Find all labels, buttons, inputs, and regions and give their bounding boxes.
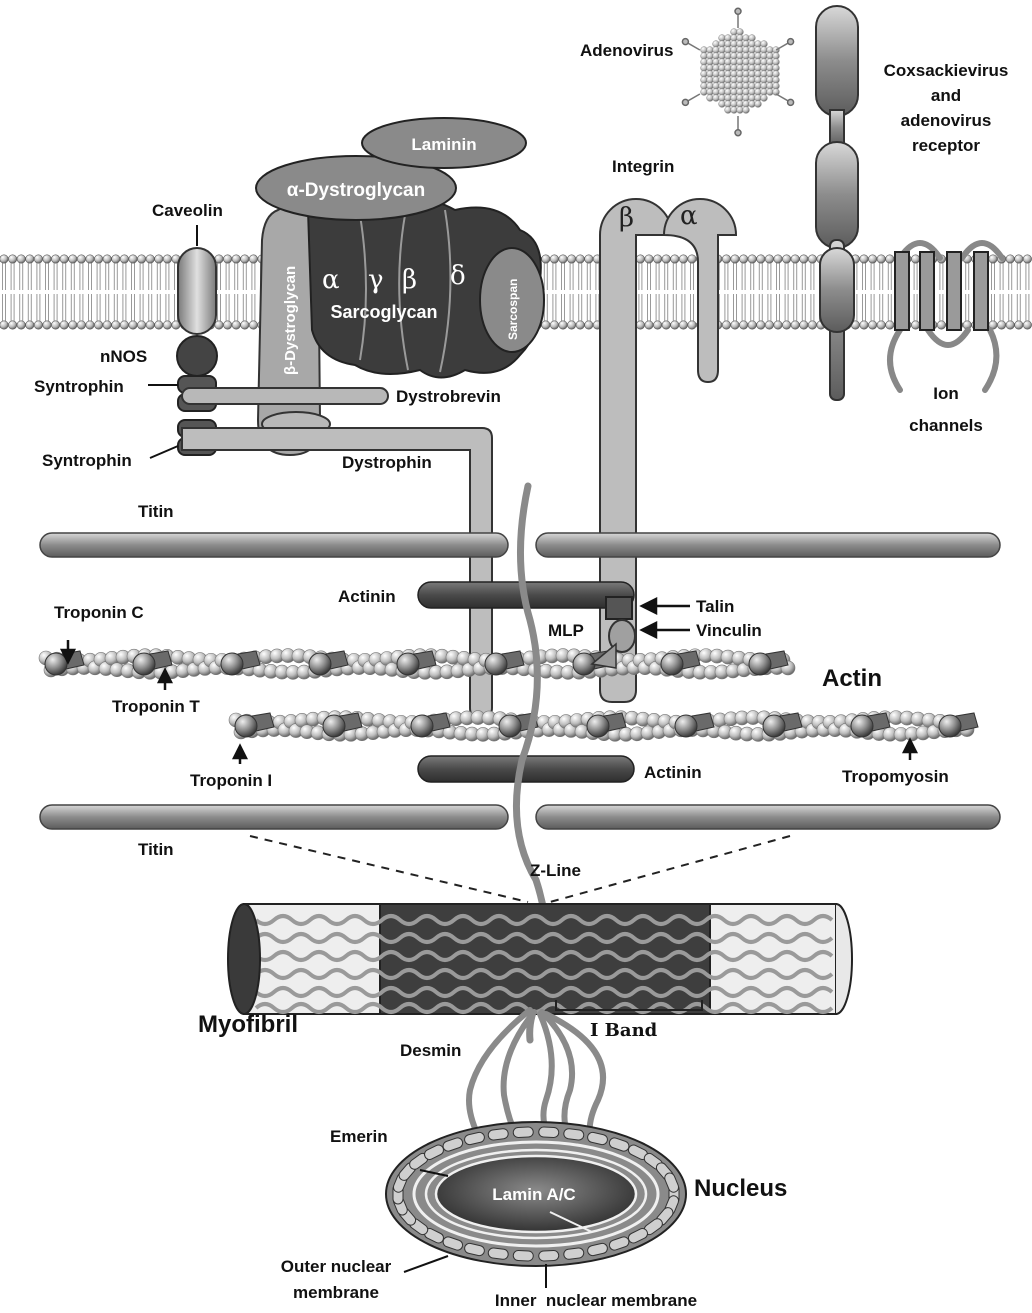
label-sarcoglycan: Sarcoglycan bbox=[330, 302, 437, 322]
label-actinin-bottom: Actinin bbox=[644, 763, 702, 782]
label-outer-membrane-line1: Outer nuclear bbox=[281, 1257, 392, 1276]
label-inner-membrane: Inner nuclear membrane bbox=[495, 1291, 697, 1310]
label-outer-membrane-line2: membrane bbox=[293, 1283, 379, 1302]
label-troponin-i: Troponin I bbox=[190, 771, 272, 790]
myofibril-cylinder bbox=[228, 904, 852, 1014]
label-car-line2: and bbox=[931, 86, 961, 105]
label-syntrophin-top: Syntrophin bbox=[34, 377, 124, 396]
label-z-line: Z-Line bbox=[530, 861, 581, 880]
actin-filament-upper bbox=[39, 649, 795, 680]
label-ion-channels-line1: Ion bbox=[933, 384, 959, 403]
actin-filament-lower bbox=[229, 711, 978, 742]
label-i-band: I Band bbox=[590, 1020, 658, 1041]
label-titin-top: Titin bbox=[138, 502, 174, 521]
label-actin: Actin bbox=[822, 665, 882, 692]
label-nnos: nNOS bbox=[100, 347, 147, 366]
label-desmin: Desmin bbox=[400, 1041, 461, 1060]
label-lamin: Lamin A/C bbox=[492, 1185, 575, 1204]
label-titin-bottom: Titin bbox=[138, 840, 174, 859]
label-dystrophin: Dystrophin bbox=[342, 453, 432, 472]
car-receptor bbox=[816, 6, 858, 400]
label-caveolin: Caveolin bbox=[152, 201, 223, 220]
label-car-line3: adenovirus bbox=[901, 111, 992, 130]
label-actinin-top: Actinin bbox=[338, 587, 396, 606]
label-adenovirus: Adenovirus bbox=[580, 41, 674, 60]
label-car-line4: receptor bbox=[912, 136, 980, 155]
label-ion-channels-line2: channels bbox=[909, 416, 983, 435]
label-vinculin: Vinculin bbox=[696, 621, 762, 640]
ion-channels bbox=[890, 243, 1002, 390]
label-troponin-t: Troponin T bbox=[112, 697, 200, 716]
label-nucleus: Nucleus bbox=[694, 1175, 787, 1202]
label-troponin-c: Troponin C bbox=[54, 603, 144, 622]
label-myofibril: Myofibril bbox=[198, 1011, 298, 1038]
label-tropomyosin: Tropomyosin bbox=[842, 767, 949, 786]
label-talin: Talin bbox=[696, 597, 734, 616]
label-integrin: Integrin bbox=[612, 157, 674, 176]
label-dystrobrevin: Dystrobrevin bbox=[396, 387, 501, 406]
label-integrin-alpha: α bbox=[680, 201, 698, 231]
label-beta-dystroglycan: β-Dystroglycan bbox=[282, 266, 299, 375]
label-sarcospan: Sarcospan bbox=[506, 279, 520, 340]
dystrobrevin-rod bbox=[182, 388, 388, 404]
label-syntrophin-bottom: Syntrophin bbox=[42, 451, 132, 470]
label-emerin: Emerin bbox=[330, 1127, 388, 1146]
adenovirus-particle bbox=[682, 8, 793, 135]
caveolin-protein bbox=[178, 248, 216, 334]
label-sarcoglycan-delta: δ bbox=[450, 261, 466, 291]
label-sarcoglycan-beta: β bbox=[402, 265, 417, 295]
label-alpha-dystroglycan: α-Dystroglycan bbox=[287, 180, 425, 201]
label-car-line1: Coxsackievirus bbox=[884, 61, 1009, 80]
nnos-protein bbox=[177, 336, 217, 376]
label-laminin: Laminin bbox=[411, 135, 476, 154]
label-sarcoglycan-alpha: α bbox=[322, 265, 340, 295]
talin-protein bbox=[606, 597, 632, 619]
label-sarcoglycan-gamma: γ bbox=[368, 265, 384, 295]
label-integrin-beta: β bbox=[619, 203, 634, 233]
label-mlp: MLP bbox=[548, 621, 584, 640]
desmin-filaments bbox=[469, 1010, 603, 1135]
